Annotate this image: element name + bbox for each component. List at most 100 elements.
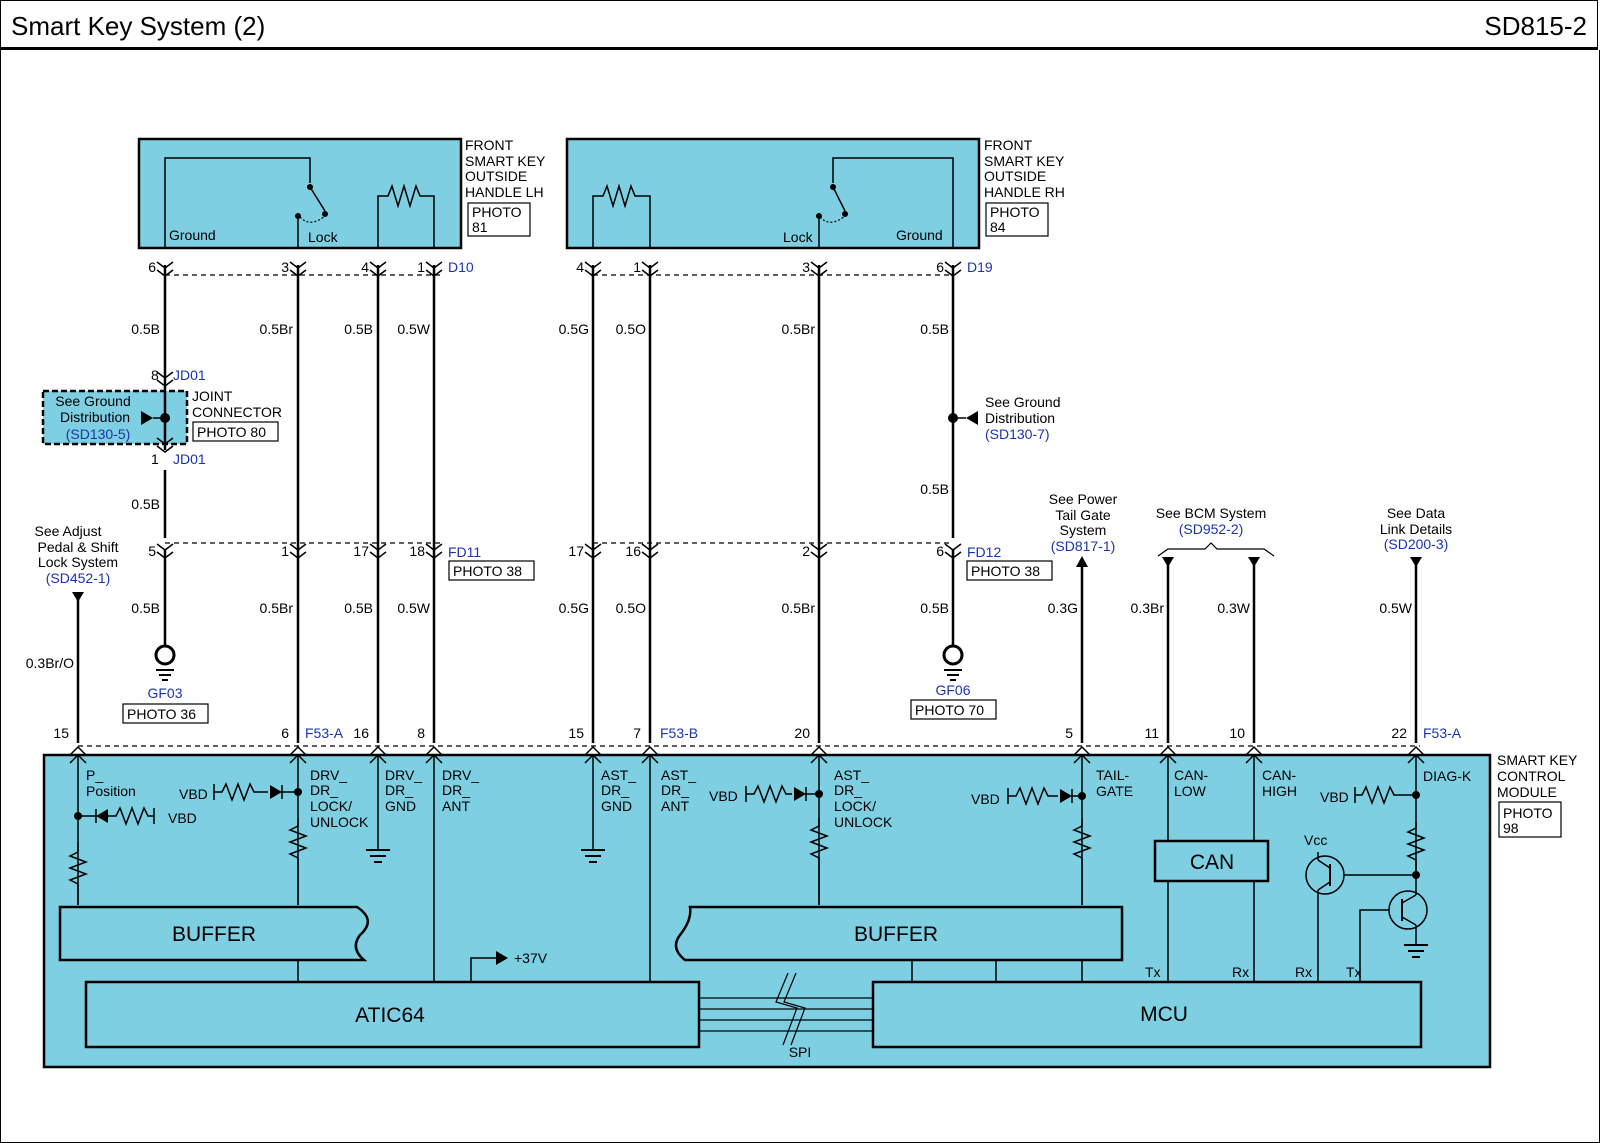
wire-label-low-1: 0.5B xyxy=(131,600,160,616)
joint-ref-2: Distribution xyxy=(60,409,130,425)
vbd-label-tailgate: VBD xyxy=(971,791,1000,807)
term-drvlock-3: LOCK/ xyxy=(310,798,352,814)
spi-break-2 xyxy=(783,972,806,1046)
wire-label-diag: 0.5W xyxy=(1379,600,1412,616)
handle-rh-switch-link xyxy=(819,215,846,223)
pedal-arrow-icon xyxy=(72,592,84,602)
pin-number-upper: 4 xyxy=(576,259,584,275)
int-drv-lock-diode-icon xyxy=(270,785,282,799)
handle-rh-name-3: OUTSIDE xyxy=(984,168,1046,184)
module-pin-number: 16 xyxy=(353,725,369,741)
handle-rh-lock-label: Lock xyxy=(783,229,814,245)
jd01-top-label: JD01 xyxy=(173,367,206,383)
connector-chevron-middle xyxy=(289,543,307,559)
joint-ref-code: (SD130-5) xyxy=(66,426,131,442)
term-astlock-3: LOCK/ xyxy=(834,798,876,814)
photo98-box xyxy=(1498,801,1562,838)
handle-rh-switch-wire xyxy=(832,157,954,248)
pin-number-upper: 1 xyxy=(417,259,425,275)
transistor-1-emitter xyxy=(1317,859,1331,869)
module-name-2: CONTROL xyxy=(1497,768,1566,784)
connector-chevron-upper xyxy=(584,261,602,277)
term-p-1: P_ xyxy=(86,767,103,783)
int-drv-lock-vbd xyxy=(213,781,268,803)
term-astgnd-3: GND xyxy=(601,798,632,814)
module-conn-f53a-2: F53-A xyxy=(1423,725,1462,741)
module-pin-chevron xyxy=(1159,745,1177,764)
handle-lh-resistor xyxy=(377,183,435,248)
term-drvgnd-1: DRV_ xyxy=(385,767,422,783)
connector-chevron-middle xyxy=(156,543,174,559)
wire-label-up-5: 0.5G xyxy=(559,321,589,337)
connector-fd11: FD11 xyxy=(448,544,481,560)
connector-chevron-upper xyxy=(810,261,828,277)
module-conn-f53a: F53-A xyxy=(305,725,344,741)
gf03-label: GF03 xyxy=(147,685,182,701)
connector-chevron-middle xyxy=(369,543,387,559)
term-diag-1: DIAG-K xyxy=(1423,768,1472,784)
ref-bcm-1: See BCM System xyxy=(1156,505,1266,521)
term-drvgnd-2: DR_ xyxy=(385,782,413,798)
ref-tailgate-2: Tail Gate xyxy=(1055,507,1110,523)
joint-arrow-icon xyxy=(141,411,153,425)
module-pin-chevron xyxy=(1073,745,1091,764)
wire-label-low-8: 0.5B xyxy=(920,600,949,616)
module-conn-f53b: F53-B xyxy=(660,725,698,741)
wire-label-gnd-rh: 0.5B xyxy=(920,481,949,497)
pin-number-upper: 1 xyxy=(633,259,641,275)
connector-chevron-upper xyxy=(425,261,443,277)
term-tailgate-1: TAIL- xyxy=(1096,767,1130,783)
int-diag-vbd xyxy=(1354,784,1416,806)
term-astant-1: AST_ xyxy=(661,767,696,783)
connector-chevron-middle xyxy=(584,543,602,559)
module-pin-chevron xyxy=(69,745,87,764)
rh-ground-ref-2: Distribution xyxy=(985,410,1055,426)
handle-rh-photo-1: PHOTO xyxy=(990,204,1040,220)
handle-lh-photo-1: PHOTO xyxy=(472,204,522,220)
wire-label-pedal: 0.3Br/O xyxy=(26,655,74,671)
handle-lh-ground-label: Ground xyxy=(169,227,216,243)
ref-datalink-code: (SD200-3) xyxy=(1384,536,1449,552)
wire-label-up-7: 0.5Br xyxy=(782,321,816,337)
pin-number-middle: 2 xyxy=(802,543,810,559)
wire-label-jd-lower: 0.5B xyxy=(131,496,160,512)
term-drvlock-2: DR_ xyxy=(310,782,338,798)
term-astant-3: ANT xyxy=(661,798,689,814)
wire-label-up-6: 0.5O xyxy=(616,321,646,337)
handle-rh-switch-pivot xyxy=(830,184,836,190)
wire-label-low-5: 0.5G xyxy=(559,600,589,616)
module-pin-number: 10 xyxy=(1229,725,1245,741)
connector-chevron-middle xyxy=(944,543,962,559)
buffer-right-label: BUFFER xyxy=(854,923,938,946)
transistor-2-emitter xyxy=(1401,916,1417,926)
rh-ground-arrow-icon xyxy=(966,411,978,425)
term-drvant-2: DR_ xyxy=(442,782,470,798)
handle-rh-ground-label: Ground xyxy=(896,227,943,243)
module-pin-chevron xyxy=(425,745,443,764)
pin-number-upper: 3 xyxy=(281,259,289,275)
wire-label-low-7: 0.5Br xyxy=(782,600,816,616)
handle-lh-lock-label: Lock xyxy=(308,229,339,245)
module-pin-chevron xyxy=(810,745,828,764)
schematic-labels: FRONT SMART KEY OUTSIDE HANDLE LH PHOTO … xyxy=(26,137,1578,1060)
module-pin-number: 20 xyxy=(794,725,810,741)
pin-number-middle: 1 xyxy=(281,543,289,559)
int-p-resistor xyxy=(67,842,89,905)
term-canhigh-1: CAN- xyxy=(1262,767,1297,783)
pin-number-middle: 6 xyxy=(936,543,944,559)
pin-number-middle: 16 xyxy=(625,543,641,559)
wire-label-low-3: 0.5B xyxy=(344,600,373,616)
ref-pedal-3: Lock System xyxy=(38,554,118,570)
ref-tailgate-1: See Power xyxy=(1049,491,1118,507)
handle-lh-name-4: HANDLE LH xyxy=(465,184,544,200)
vcc-label: Vcc xyxy=(1304,832,1327,848)
module-photo-2: 98 xyxy=(1503,820,1519,836)
connector-chevron-upper xyxy=(156,261,174,277)
term-astant-2: DR_ xyxy=(661,782,689,798)
joint-name-2: CONNECTOR xyxy=(192,404,282,420)
module-pin-number: 5 xyxy=(1065,725,1073,741)
term-drvgnd-3: GND xyxy=(385,798,416,814)
tx-label-2: Tx xyxy=(1346,964,1362,980)
can-high-arrow-icon xyxy=(1248,557,1260,567)
